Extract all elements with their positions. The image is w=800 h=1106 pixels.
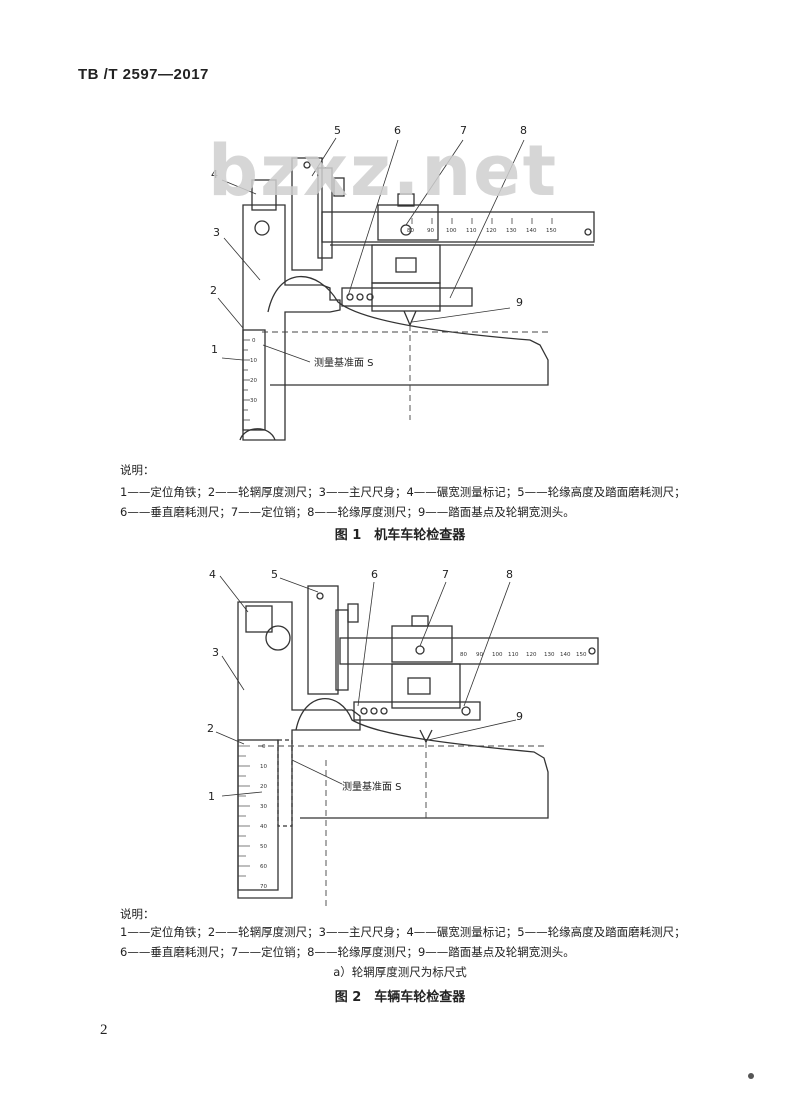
fig1-scale-top-tick: 100 (446, 228, 457, 234)
fig1-scale-top-tick: 150 (546, 228, 557, 234)
fig1-callout-3: 3 (213, 226, 220, 239)
fig1-callout-4: 4 (211, 168, 218, 181)
fig2-scale-left-tick: 30 (260, 804, 267, 810)
fig2-callout-1: 1 (208, 790, 215, 803)
fig2-callout-9: 9 (516, 710, 523, 723)
fig1-reference-plane-label: 测量基准面 S (314, 356, 374, 369)
fig2-scale-top-tick: 150 (576, 652, 587, 658)
fig1-scale-top-tick: 140 (526, 228, 537, 234)
fig2-wheel-profile (295, 697, 549, 819)
fig2-scale-left-tick: 60 (260, 864, 267, 870)
fig1-scale-top-tick: 90 (427, 228, 434, 234)
fig2-scale-top-tick: 120 (526, 652, 537, 658)
fig1-scale-left-tick: 0 (252, 338, 256, 344)
fig2-callout-5: 5 (271, 568, 278, 581)
fig2-callout-3: 3 (212, 646, 219, 659)
fig2-flange-thickness-scale (353, 701, 481, 721)
fig2-scale-left-tick: 20 (260, 784, 267, 790)
fig2-scale-left-tick: 0 (262, 744, 266, 750)
fig1-legend-line: 6——垂直磨耗测尺；7——定位销；8——轮缘厚度测尺；9——踏面基点及轮辋宽测头… (120, 505, 575, 519)
figure-1-drawing: 1 2 3 4 5 6 7 8 9 测量基准面 S 80 90 100 110 … (210, 124, 595, 441)
fig2-callout-7: 7 (442, 568, 449, 581)
fig1-callout-8: 8 (520, 124, 527, 137)
fig1-legend-line: 1——定位角铁；2——轮辋厚度测尺；3——主尺尺身；4——碾宽测量标记；5——轮… (120, 485, 686, 499)
fig2-locating-pin (415, 645, 425, 655)
fig2-caption: 图 2 车辆车轮检查器 (334, 990, 466, 1005)
fig2-flange-height-scale (307, 585, 339, 695)
fig1-caption: 图 1 机车车轮检查器 (334, 528, 466, 543)
fig1-scale-left-tick: 10 (250, 358, 257, 364)
fig2-rim-scale (237, 739, 279, 891)
page-number: 2 (100, 1022, 108, 1038)
corner-mark (748, 1073, 754, 1079)
fig2-scale-top-tick: 130 (544, 652, 555, 658)
fig2-callout-4: 4 (209, 568, 216, 581)
fig2-callout-8: 8 (506, 568, 513, 581)
fig1-scale-top-tick: 120 (486, 228, 497, 234)
fig1-callout-2: 2 (210, 284, 217, 297)
fig1-scale-left-tick: 30 (250, 398, 257, 404)
fig1-scale-top-tick: 80 (407, 228, 414, 234)
fig1-main-beam (321, 211, 595, 243)
fig1-callout-5: 5 (334, 124, 341, 137)
fig1-callout-6: 6 (394, 124, 401, 137)
fig2-scale-top-tick: 80 (460, 652, 467, 658)
fig2-scale-left-tick: 10 (260, 764, 267, 770)
fig2-reference-plane-label: 测量基准面 S (342, 780, 402, 793)
fig1-hole (254, 220, 270, 236)
fig2-main-beam (339, 637, 599, 665)
fig1-flange-thickness-scale (341, 287, 473, 307)
figure-2-drawing: 1 2 3 4 5 6 7 8 9 测量基准面 S 80 90 100 110 … (207, 568, 599, 910)
fig2-scale-left-tick: 70 (260, 884, 267, 890)
fig1-main-body (242, 204, 341, 441)
fig2-hole (265, 625, 291, 651)
fig2-main-body (237, 601, 361, 899)
fig1-callout-7: 7 (460, 124, 467, 137)
fig2-callout-6: 6 (371, 568, 378, 581)
fig2-legend-line: 1——定位角铁；2——轮辋厚度测尺；3——主尺尺身；4——碾宽测量标记；5——轮… (120, 925, 686, 939)
fig2-scale-left-tick: 50 (260, 844, 267, 850)
fig2-scale-top-tick: 100 (492, 652, 503, 658)
fig2-scale-top-tick: 110 (508, 652, 519, 658)
fig1-scale-left-tick: 20 (250, 378, 257, 384)
fig2-scale-top-tick: 90 (476, 652, 483, 658)
fig2-subcaption: a）轮辋厚度测尺为标尺式 (333, 965, 467, 979)
fig2-callout-2: 2 (207, 722, 214, 735)
fig2-width-mark (245, 605, 273, 633)
fig2-scale-top-tick: 140 (560, 652, 571, 658)
fig1-scale-top-tick: 110 (466, 228, 477, 234)
fig1-width-mark (251, 179, 277, 211)
fig2-legend-line: 6——垂直磨耗测尺；7——定位销；8——轮缘厚度测尺；9——踏面基点及轮辋宽测头… (120, 945, 575, 959)
fig2-legend-title: 说明： (120, 907, 155, 921)
fig1-wheel-profile (267, 275, 549, 386)
standard-code: TB /T 2597—2017 (78, 66, 209, 83)
fig1-callout-1: 1 (211, 343, 218, 356)
watermark: bzxz.net (208, 130, 559, 212)
fig1-callout-9: 9 (516, 296, 523, 309)
fig1-scale-top-tick: 130 (506, 228, 517, 234)
fig1-legend-title: 说明： (120, 463, 155, 477)
fig2-scale-left-tick: 40 (260, 824, 267, 830)
